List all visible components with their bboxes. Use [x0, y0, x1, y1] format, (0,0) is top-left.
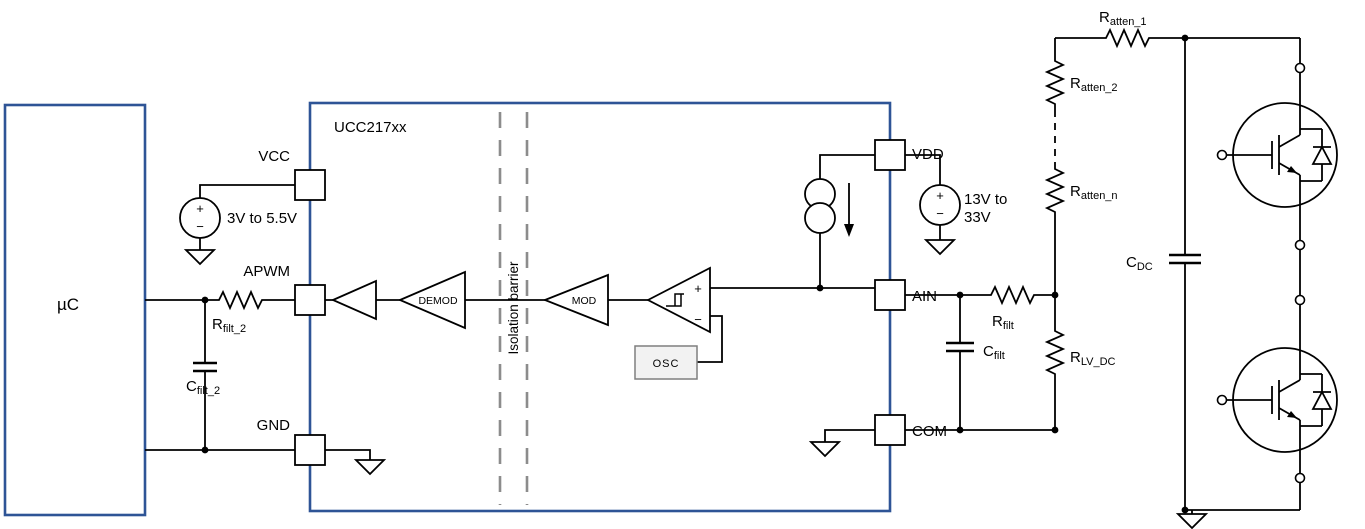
bias-current-source	[804, 178, 854, 237]
osc-label: OSC	[653, 358, 680, 370]
minus-sign: −	[936, 206, 944, 221]
resistor-r-atten-1	[1099, 29, 1156, 47]
wires	[145, 37, 1301, 514]
mcu-block: µC	[3, 103, 147, 517]
terminal-dc-plus	[1294, 62, 1306, 74]
label-r-lv-dc: RLV_DC	[1070, 349, 1116, 368]
label-r-atten-2: Ratten_2	[1070, 75, 1118, 94]
pin-vcc	[294, 169, 326, 201]
junction	[956, 426, 964, 434]
resistor-r-atten-n	[1046, 162, 1064, 219]
resistor-r-filt	[984, 286, 1041, 304]
demod-label: DEMOD	[418, 295, 458, 307]
label-c-dc: CDC	[1126, 254, 1153, 273]
wire-net	[145, 37, 1301, 514]
vcc-source: + − 3V to 5.5V	[179, 197, 297, 239]
isolation-barrier: Isolation barrier	[498, 112, 529, 505]
output-buffer-icon	[330, 279, 377, 321]
mcu-box	[3, 103, 147, 517]
pin-com	[874, 414, 906, 446]
vcc-supply-label: 3V to 5.5V	[227, 210, 297, 227]
resistor-r-lv-dc	[1046, 324, 1064, 381]
chip-name: UCC217xx	[334, 119, 407, 136]
label-c-filt-2: Cfilt_2	[186, 378, 220, 397]
junction	[1181, 506, 1189, 514]
pin-gnd	[294, 434, 326, 466]
pin-label-gnd: GND	[257, 417, 291, 434]
minus-sign: −	[196, 219, 204, 234]
pin-label-com: COM	[912, 423, 947, 440]
ground-symbols	[183, 239, 1209, 529]
hysteresis-icon	[666, 293, 684, 307]
label-r-atten-1: Ratten_1	[1099, 9, 1147, 28]
junction	[816, 284, 824, 292]
terminal-phase-bottom	[1294, 294, 1306, 306]
pin-label-vcc: VCC	[258, 148, 290, 165]
component-labels: Rfilt_2 Cfilt_2 Rfilt Cfilt Ratten_1 Rat…	[186, 9, 1153, 397]
pin-label-apwm: APWM	[243, 263, 290, 280]
vdd-supply-label-line1: 13V to	[964, 191, 1007, 208]
plus-sign: +	[196, 201, 204, 216]
vdd-supply-label-line2: 33V	[964, 209, 991, 226]
signal-chain: DEMOD MOD + − OSC	[330, 266, 711, 380]
comparator-plus-sign: +	[694, 281, 702, 296]
junction	[1051, 426, 1059, 434]
pin-label-vdd: VDD	[912, 146, 944, 163]
osc-block	[634, 345, 698, 380]
junction	[1181, 34, 1189, 42]
igbt-low-side	[1216, 347, 1338, 453]
terminal-phase-top	[1294, 239, 1306, 251]
pin-ain	[874, 279, 906, 311]
label-r-atten-n: Ratten_n	[1070, 183, 1118, 202]
vdd-source: + − 13V to 33V	[919, 184, 1007, 226]
mod-label: MOD	[572, 295, 597, 307]
junction	[201, 296, 209, 304]
capacitor-plates	[193, 253, 1201, 373]
half-bridge	[1216, 62, 1338, 484]
pin-label-ain: AIN	[912, 288, 937, 305]
label-c-filt: Cfilt	[983, 343, 1005, 362]
plus-sign: +	[936, 188, 944, 203]
mod-block	[542, 273, 609, 327]
label-r-filt: Rfilt	[992, 313, 1014, 332]
demod-block	[397, 270, 466, 330]
isolation-barrier-label: Isolation barrier	[506, 261, 521, 355]
current-source-circle-bottom	[804, 202, 836, 234]
terminal-dc-minus	[1294, 472, 1306, 484]
vdd-source-circle	[919, 184, 961, 226]
comparator-minus-sign: −	[694, 312, 702, 327]
pin-apwm	[294, 284, 326, 316]
pins: VCC APWM GND VDD AIN COM	[243, 139, 947, 466]
ground-icon	[183, 239, 1209, 529]
mcu-label: µC	[57, 295, 79, 314]
resistor-r-filt-2	[212, 291, 269, 309]
junction	[201, 446, 209, 454]
comparator-icon	[646, 266, 711, 334]
junction	[956, 291, 964, 299]
resistor-r-atten-2	[1046, 54, 1064, 111]
capacitors	[193, 253, 1201, 373]
igbt-high-side	[1216, 102, 1338, 208]
pin-vdd	[874, 139, 906, 171]
junction	[1051, 291, 1059, 299]
junction-dots	[201, 34, 1189, 514]
label-r-filt-2: Rfilt_2	[212, 316, 246, 335]
vcc-source-circle	[179, 197, 221, 239]
current-arrow-icon	[844, 224, 854, 237]
